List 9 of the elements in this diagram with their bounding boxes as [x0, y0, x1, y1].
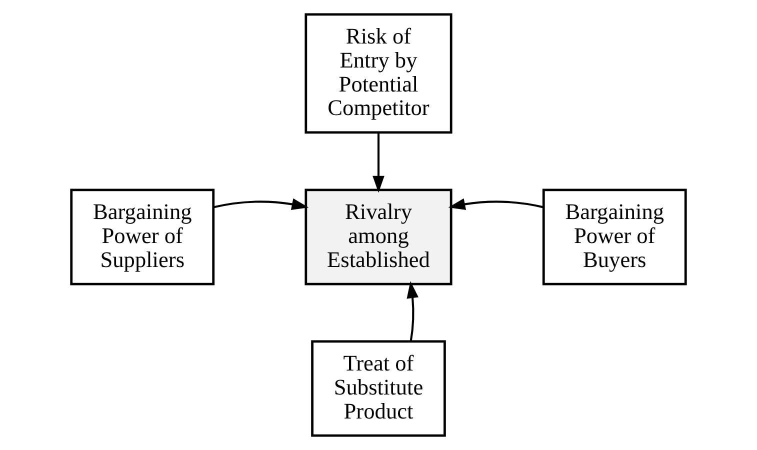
arrow	[213, 198, 309, 210]
node-box: Treat of Substitute Product	[311, 340, 446, 437]
arrow	[372, 132, 384, 193]
arrow	[406, 281, 418, 342]
node-box: Rivalry among Established	[304, 188, 452, 286]
arrow	[448, 198, 544, 210]
node-box: Bargaining Power of Buyers	[542, 188, 687, 286]
node-box: Risk of Entry by Potential Competitor	[304, 13, 452, 134]
node-box: Bargaining Power of Suppliers	[70, 188, 215, 286]
